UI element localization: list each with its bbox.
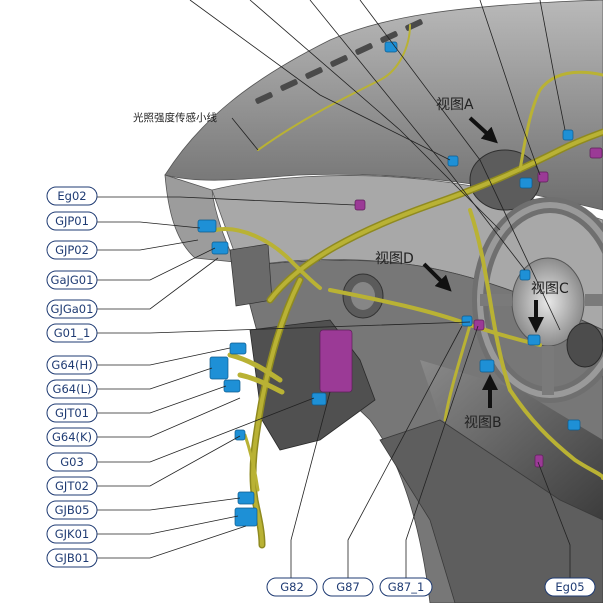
- label-g82: G82: [266, 577, 318, 597]
- svg-text:GJGa01: GJGa01: [51, 302, 94, 316]
- svg-text:GJK01: GJK01: [55, 527, 89, 541]
- label-eg02: Eg02: [46, 186, 98, 206]
- label-g03: G03: [46, 452, 98, 472]
- view-labels: 视图A 视图B 视图C 视图D: [375, 97, 569, 431]
- label-g64-l: G64(L): [46, 379, 98, 399]
- svg-text:G03: G03: [60, 455, 84, 469]
- svg-text:GJP01: GJP01: [55, 214, 89, 228]
- view-c-label: 视图C: [531, 281, 569, 297]
- label-gjp01: GJP01: [46, 211, 98, 231]
- view-b-label: 视图B: [464, 415, 502, 431]
- svg-text:GJT01: GJT01: [55, 406, 89, 420]
- svg-text:GJT02: GJT02: [55, 479, 89, 493]
- svg-text:G82: G82: [280, 580, 304, 594]
- label-g87-1: G87_1: [379, 577, 433, 597]
- view-d-label: 视图D: [375, 251, 414, 267]
- label-gjp02: GJP02: [46, 240, 98, 260]
- label-gjb01: GJB01: [46, 548, 98, 568]
- label-gjt02: GJT02: [46, 476, 98, 496]
- svg-text:Eg05: Eg05: [555, 580, 584, 594]
- svg-text:GJB05: GJB05: [55, 503, 90, 517]
- view-arrows: [422, 116, 544, 408]
- view-a-label: 视图A: [436, 97, 474, 113]
- svg-text:G87: G87: [336, 580, 360, 594]
- wire-harness: [213, 24, 603, 549]
- label-g64-k: G64(K): [46, 427, 98, 447]
- label-eg05: Eg05: [544, 577, 596, 597]
- svg-text:G64(K): G64(K): [52, 430, 92, 444]
- label-gjb05: GJB05: [46, 500, 98, 520]
- label-gjga01: GJGa01: [46, 299, 98, 319]
- leader-lines: [97, 0, 571, 578]
- svg-text:Eg02: Eg02: [57, 189, 86, 203]
- label-g64-h: G64(H): [46, 355, 98, 375]
- svg-text:GaJG01: GaJG01: [51, 273, 94, 287]
- sensor-annotation: 光照强度传感小线: [133, 111, 217, 124]
- label-g01-1: G01_1: [46, 323, 98, 343]
- svg-text:GJP02: GJP02: [55, 243, 89, 257]
- svg-text:G64(H): G64(H): [51, 358, 92, 372]
- label-gjk01: GJK01: [46, 524, 98, 544]
- connectors-magenta: [319, 147, 603, 468]
- label-gajg01: GaJG01: [46, 270, 98, 290]
- svg-text:G01_1: G01_1: [54, 326, 91, 340]
- svg-text:G64(L): G64(L): [53, 382, 92, 396]
- label-gjt01: GJT01: [46, 403, 98, 423]
- label-g87: G87: [322, 577, 374, 597]
- svg-text:G87_1: G87_1: [388, 580, 425, 594]
- svg-text:GJB01: GJB01: [55, 551, 90, 565]
